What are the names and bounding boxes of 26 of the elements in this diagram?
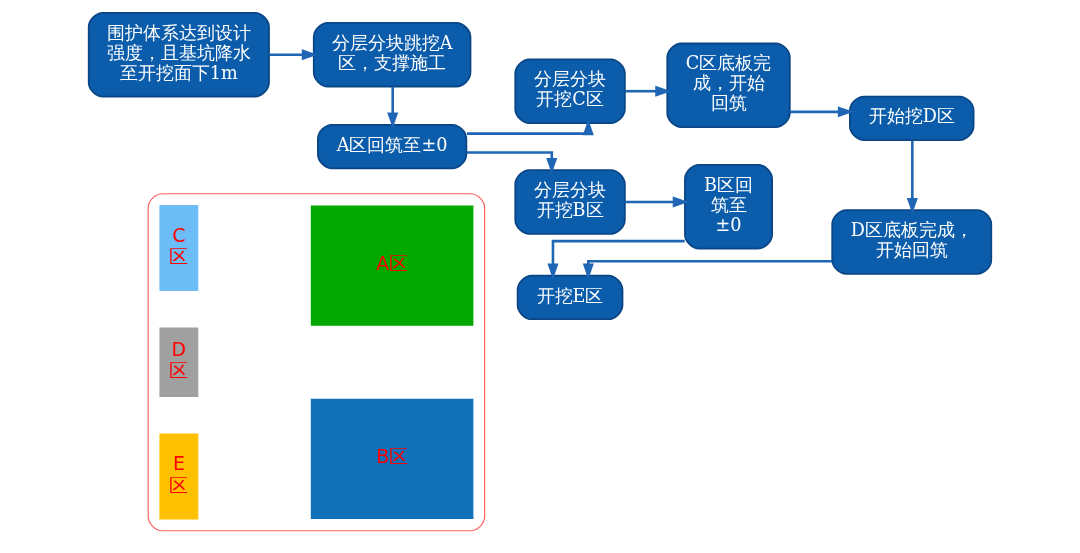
arrow — [269, 49, 318, 61]
node-box: A区 — [310, 205, 474, 326]
arrow — [790, 106, 854, 118]
node-box: 围护体系达到设计强度，且基坑降水至开挖面下1m — [87, 11, 270, 98]
node-box: 开挖E区 — [516, 274, 624, 321]
node-box: A区回筑至±0 — [317, 123, 468, 170]
node-box: D区底板完成，开始回筑 — [831, 209, 993, 275]
arrow — [625, 85, 672, 97]
node-box: B区 — [310, 398, 474, 519]
node-box: C区底板完成，开始回筑 — [666, 42, 791, 129]
arrow — [387, 86, 399, 129]
arrow — [547, 239, 685, 280]
node-box: 分层分块开挖B区 — [514, 169, 626, 235]
cluster — [147, 193, 486, 532]
arrow — [582, 259, 833, 280]
node-box: 分层分块跳挖A区，支撑施工 — [312, 22, 472, 88]
arrow — [466, 151, 558, 174]
node-box: B区回筑至±0 — [684, 163, 773, 250]
node-box: D区 — [159, 327, 199, 397]
arrow — [466, 119, 594, 136]
node-box: C区 — [159, 204, 199, 291]
node-box: 开始挖D区 — [849, 95, 975, 141]
arrow — [906, 140, 918, 214]
arrow — [625, 196, 689, 208]
node-box: E区 — [159, 433, 199, 520]
node-box: 分层分块开挖C区 — [514, 58, 626, 124]
